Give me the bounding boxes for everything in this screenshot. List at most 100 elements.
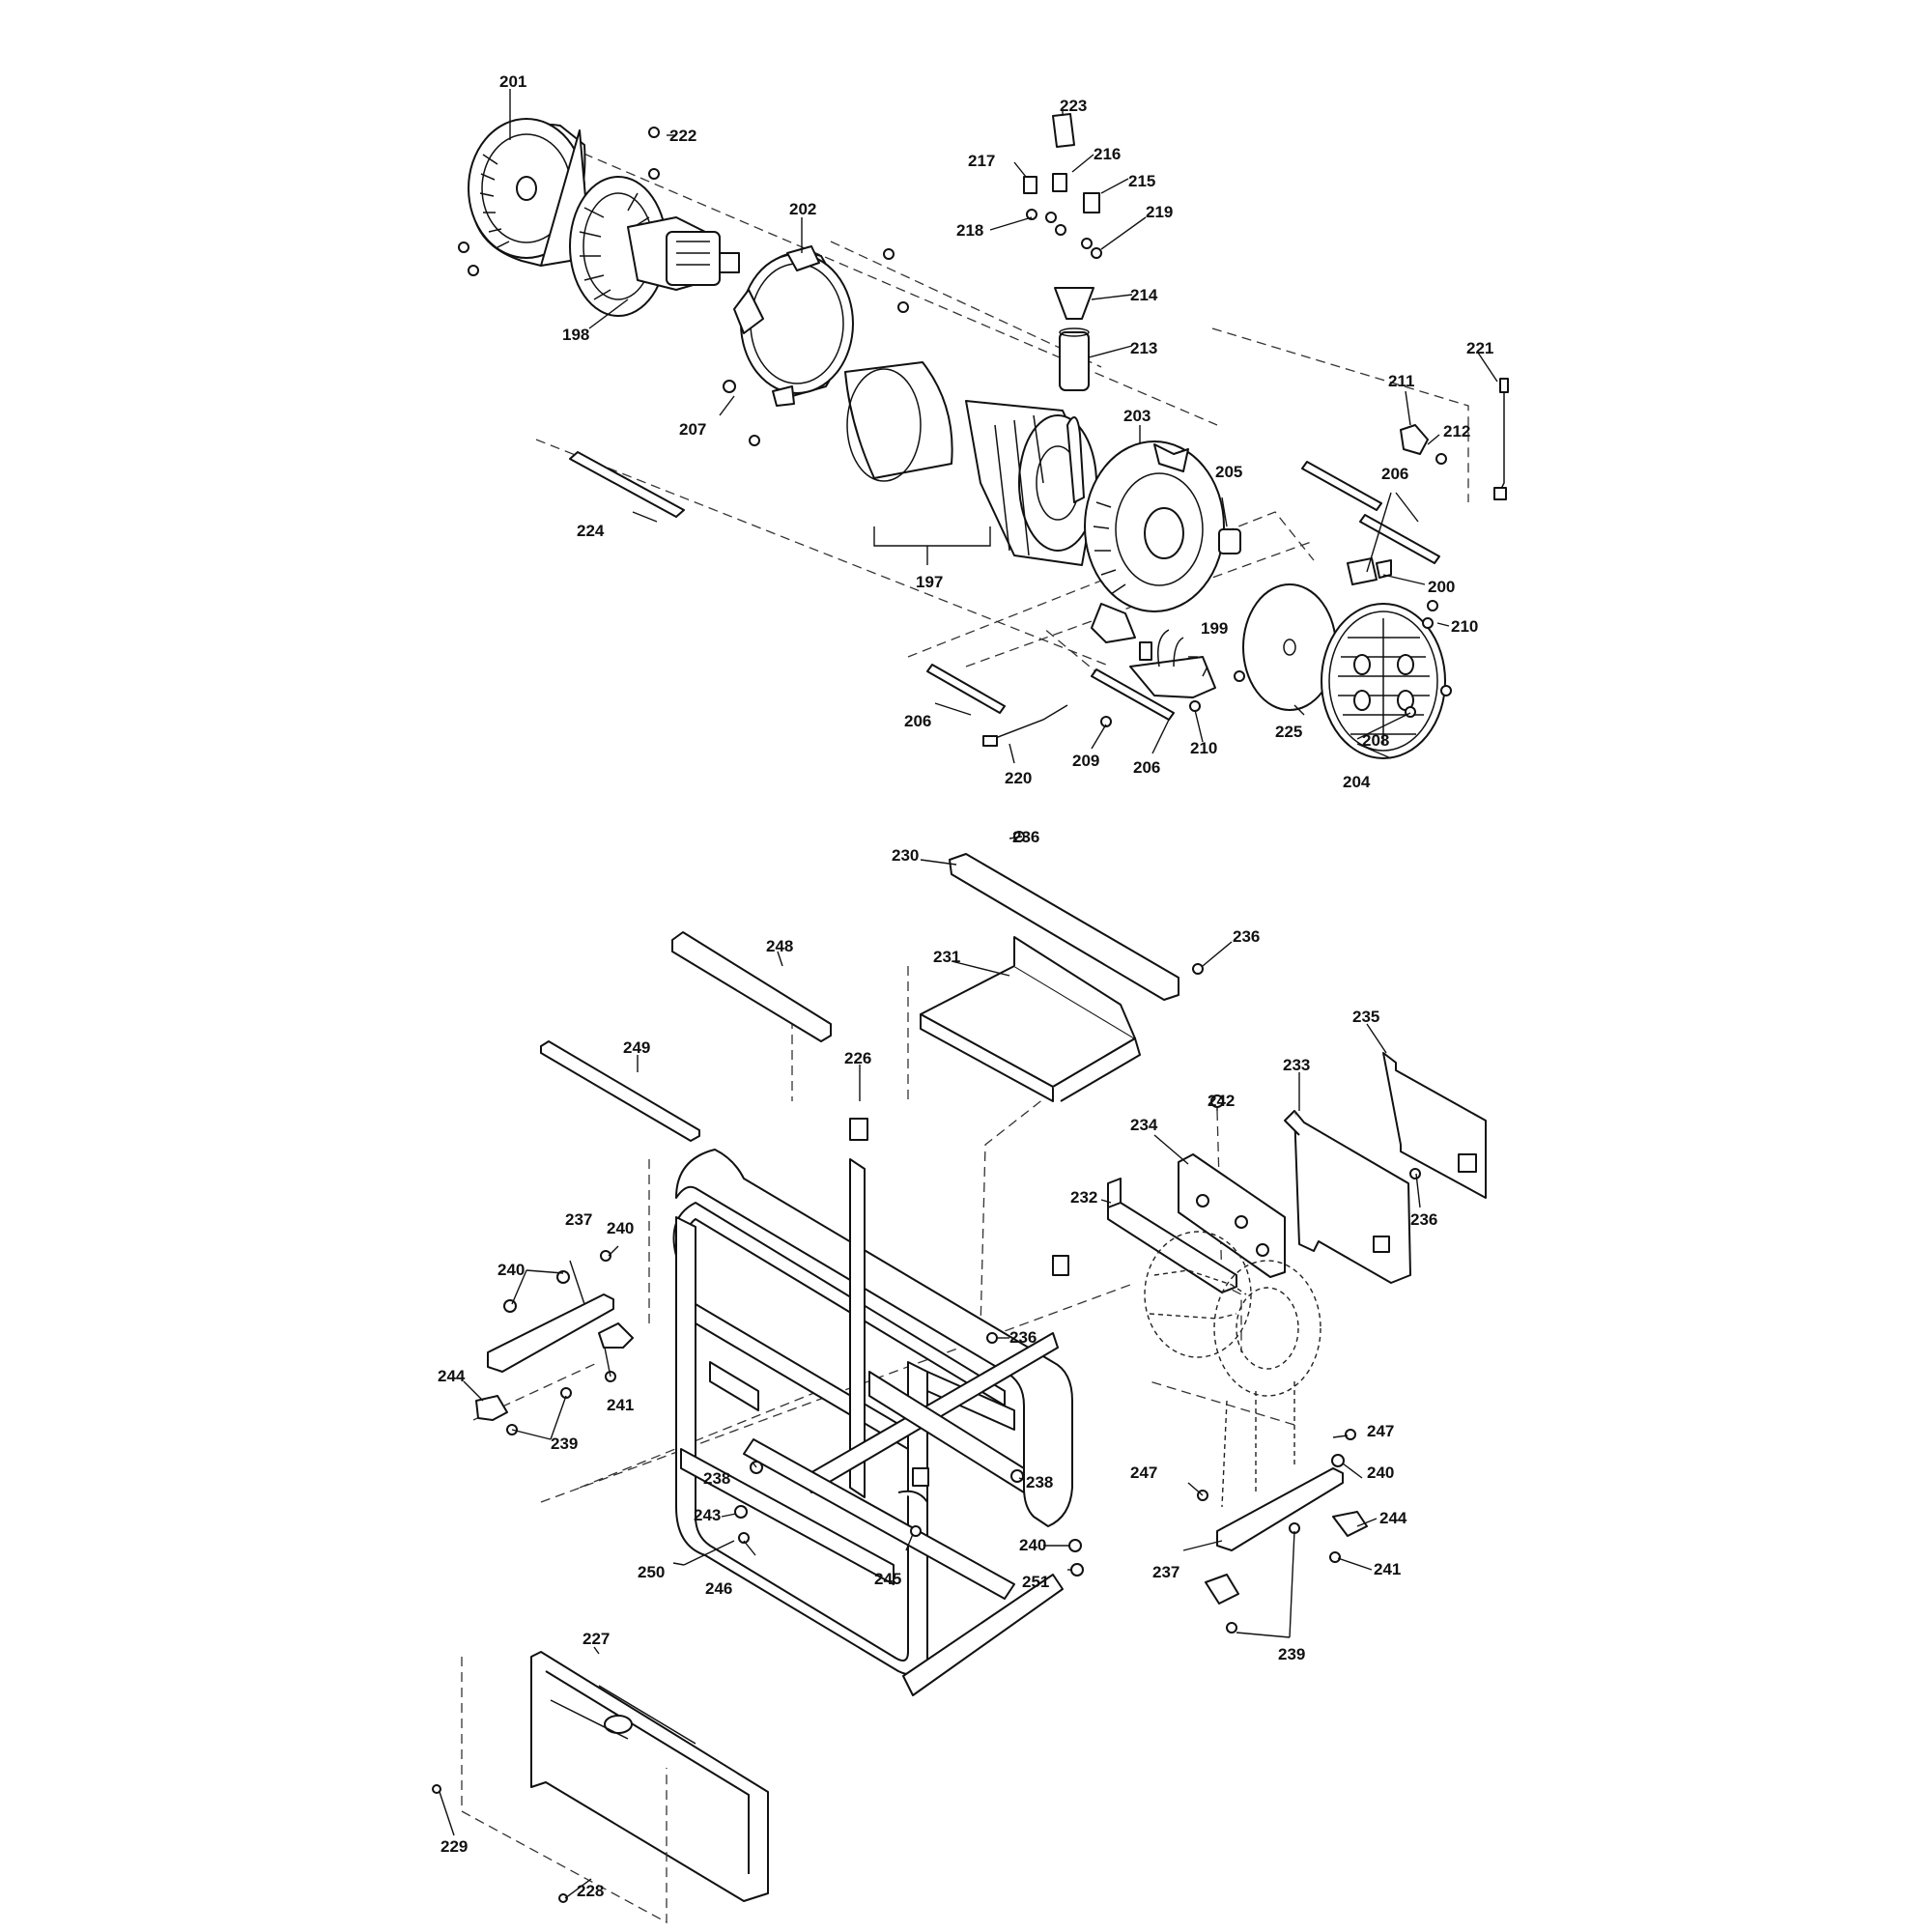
ground-lead [984, 704, 1068, 743]
callout-244-right: 244 [1379, 1509, 1407, 1527]
callout-245: 245 [874, 1570, 901, 1588]
callout-204: 204 [1343, 773, 1371, 791]
nut [1045, 212, 1057, 223]
panel-233 [1284, 1110, 1411, 1284]
callout-234: 234 [1130, 1116, 1158, 1134]
callout-233: 233 [1283, 1056, 1310, 1074]
connector-217 [1023, 176, 1037, 194]
screw [749, 435, 760, 446]
callout-223: 223 [1060, 97, 1087, 115]
screw [1409, 1168, 1421, 1179]
frame-tab [1052, 1255, 1069, 1276]
mount-plate-right [1216, 1467, 1344, 1551]
mount-plate-left [487, 1293, 614, 1373]
callout-241-right: 241 [1374, 1560, 1401, 1578]
screw [648, 168, 660, 180]
alignment-line [1211, 327, 1469, 502]
foam-strip-249 [540, 1040, 700, 1142]
callout-200: 200 [1428, 578, 1455, 596]
alternator-assembly: 201 222 198 202 207 224 197 203 205 206 … [458, 72, 1509, 791]
connector-216 [1052, 173, 1067, 192]
capacitor [1129, 629, 1216, 698]
callout-229: 229 [440, 1837, 468, 1856]
screw [1234, 670, 1245, 682]
callout-243: 243 [694, 1506, 721, 1524]
callout-218: 218 [956, 221, 983, 240]
screw [432, 1784, 441, 1794]
alignment-line [1216, 1110, 1242, 1352]
callout-216: 216 [1094, 145, 1121, 163]
nut [1091, 247, 1102, 259]
through-bolt-206 [1091, 668, 1175, 721]
callout-238-left: 238 [703, 1469, 730, 1488]
nut [556, 1270, 570, 1284]
screw [883, 248, 895, 260]
vibration-mount [598, 1322, 634, 1349]
vibration-mount [1205, 1574, 1239, 1605]
screw [558, 1893, 568, 1903]
callout-251: 251 [1022, 1573, 1049, 1591]
terminal-block [1400, 424, 1429, 455]
grommet [1218, 528, 1241, 554]
callout-214: 214 [1130, 286, 1158, 304]
callout-240-left-top: 240 [607, 1219, 634, 1237]
alignment-line [461, 1657, 668, 1924]
callout-246: 246 [705, 1579, 732, 1598]
callout-242: 242 [1208, 1092, 1235, 1110]
alignment-line [830, 241, 1102, 368]
nut [1331, 1454, 1345, 1467]
callout-211: 211 [1388, 372, 1414, 390]
washer [1070, 1563, 1084, 1577]
callout-210-right: 210 [1451, 617, 1478, 636]
callout-235: 235 [1352, 1008, 1379, 1026]
callout-215: 215 [1128, 172, 1155, 190]
callout-247-left: 247 [1130, 1463, 1157, 1482]
screw [1189, 700, 1201, 712]
callout-213: 213 [1130, 339, 1157, 357]
callout-238-right: 238 [1026, 1473, 1053, 1492]
nut [503, 1299, 517, 1313]
alignment-line [980, 1091, 1054, 1329]
leader-lines-lower [439, 836, 1421, 1899]
alignment-line [535, 439, 1112, 668]
nut [1055, 224, 1066, 236]
callout-244-left: 244 [438, 1367, 466, 1385]
callout-237-left: 237 [565, 1210, 592, 1229]
connector-223 [1052, 113, 1075, 148]
tube-sleeve [1059, 331, 1090, 391]
wire-terminal [1493, 487, 1507, 500]
callout-222: 222 [669, 127, 696, 145]
callout-236-frame: 236 [1009, 1328, 1037, 1347]
screw [1435, 453, 1447, 465]
callout-220: 220 [1005, 769, 1032, 787]
screw [468, 265, 479, 276]
lead-terminal [982, 735, 998, 747]
callout-221: 221 [1466, 339, 1493, 357]
adapter-ring [733, 245, 854, 407]
washer [738, 1532, 750, 1544]
alignment-line [907, 511, 1315, 658]
nut [1068, 1539, 1082, 1552]
nut [600, 1250, 611, 1262]
screw [458, 242, 469, 253]
control-box-227 [530, 1651, 769, 1902]
leader-lines-upper [509, 89, 1498, 764]
alignment-line [1042, 627, 1102, 677]
screw [1192, 963, 1204, 975]
screw [648, 127, 660, 138]
stator-core [965, 400, 1097, 566]
main-frame [672, 1118, 1073, 1696]
through-bolt-224 [569, 451, 685, 518]
callout-226: 226 [844, 1049, 871, 1067]
vibration-mount [1332, 1511, 1368, 1537]
nut [1010, 1469, 1024, 1483]
callout-212: 212 [1443, 422, 1470, 440]
screw [986, 1332, 998, 1344]
stator-sleeve [844, 361, 953, 482]
callout-232: 232 [1070, 1188, 1097, 1207]
callout-248: 248 [766, 937, 793, 955]
callout-240-bottom: 240 [1019, 1536, 1046, 1554]
callout-197: 197 [916, 573, 943, 591]
panel-235 [1382, 1052, 1487, 1199]
